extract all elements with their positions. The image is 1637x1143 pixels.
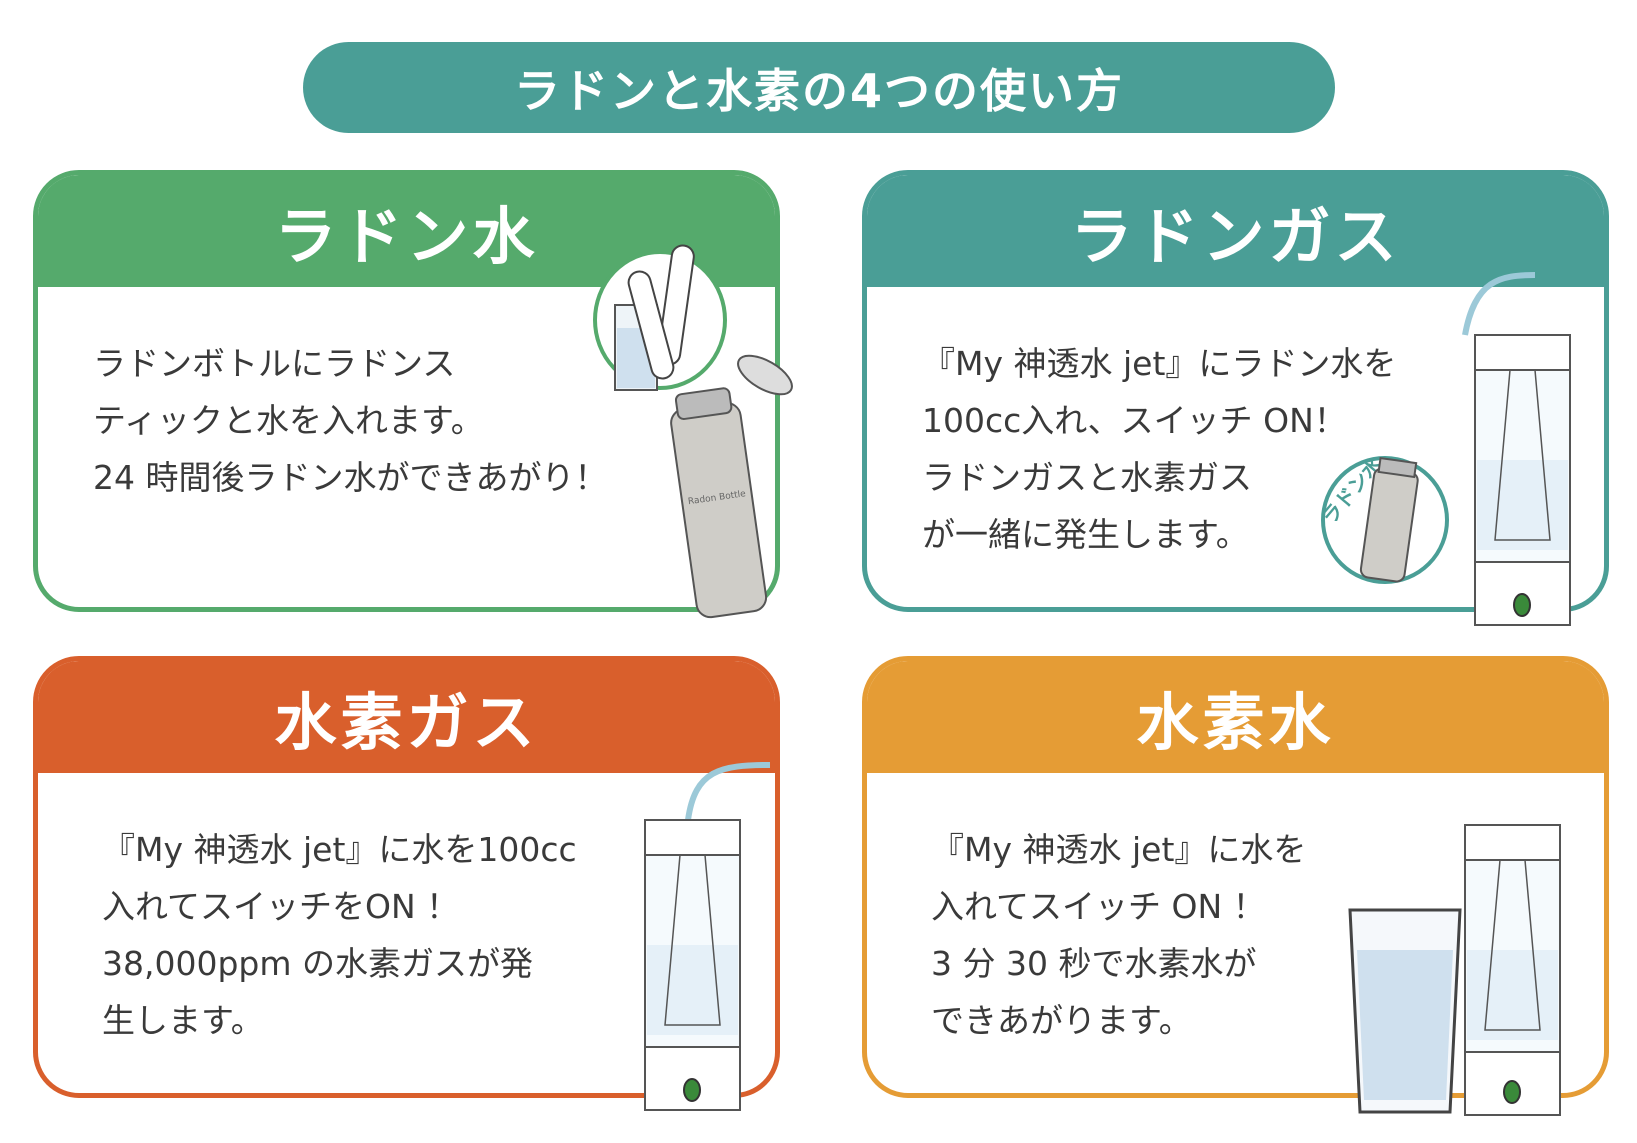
power-button-icon	[1513, 593, 1531, 617]
panel-heading: 水素ガス	[38, 661, 775, 773]
power-button-icon	[683, 1078, 701, 1102]
hydrogen-device-illustration: ラドン水	[1317, 272, 1571, 626]
panel-text: ラドンボトルにラドンス ティックと水を入れます。 24 時間後ラドン水ができあが…	[93, 344, 608, 497]
page-title: ラドンと水素の4つの使い方	[303, 42, 1335, 133]
panel-heading: 水素水	[867, 661, 1604, 773]
hydrogen-water-device-illustration	[1348, 824, 1561, 1116]
bottle-cap-icon	[737, 354, 793, 396]
hydrogen-gas-device-illustration	[644, 762, 771, 1111]
bottle-icon: Radon Bottle	[670, 387, 768, 619]
panel-heading: ラドン水	[38, 175, 775, 287]
panel-text: 『My 神透水 jet』にラドン水を 100cc入れ、スイッチ ON！ ラドンガ…	[922, 344, 1397, 554]
radon-bottle-illustration: Radon Bottle	[593, 244, 793, 619]
panel-text: 『My 神透水 jet』に水を100cc 入れてスイッチをON ！ 38,000…	[102, 830, 577, 1040]
panel-heading: ラドンガス	[867, 175, 1604, 287]
bottle-icon	[1359, 456, 1419, 583]
panel-text: 『My 神透水 jet』に水を 入れてスイッチ ON ！ 3 分 30 秒で水素…	[931, 830, 1307, 1040]
power-button-icon	[1503, 1080, 1521, 1104]
